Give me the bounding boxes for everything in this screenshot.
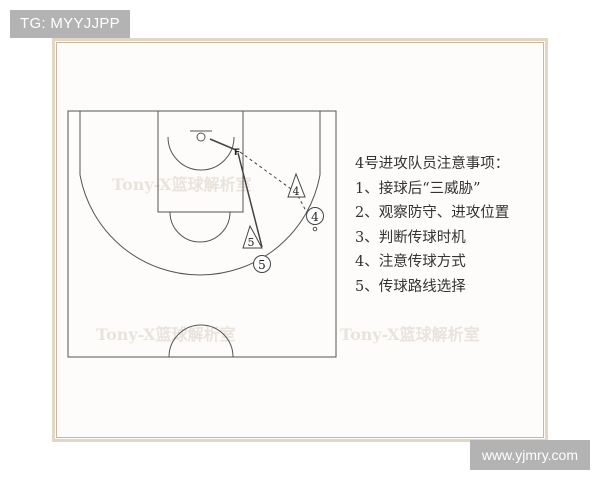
basket-ring [196,132,206,142]
free-throw-circle-bottom [169,211,231,243]
notes-title: 4号进攻队员注意事项： [355,156,510,172]
watermark-text: Tony-X篮球解析室 [112,175,252,194]
note-item: 3、判断传球时机 [355,229,466,246]
note-item: 5、传球路线选择 [355,278,466,295]
ball-point [312,226,318,232]
free-throw-circle-top [167,136,235,171]
defender-4: 4 [287,172,306,198]
player-number: 5 [248,236,255,249]
paint-lane [157,110,244,213]
offense-4: 4 [306,207,324,225]
player-number: 4 [311,210,319,224]
three-point-arc [79,174,321,276]
center-circle-half [168,324,234,358]
screen-line [209,138,237,151]
channel-tag: TG: MYYJJPP [10,10,130,38]
player-number: 5 [258,258,266,272]
watermark-text: Tony-X篮球解析室 [340,325,480,344]
player-number: 4 [293,185,300,198]
defender-5: 5 [242,224,263,249]
cut-line [237,152,263,248]
notes-panel: 4号进攻队员注意事项： 1、接球后“三威胁” 2、观察防守、进攻位置 3、判断传… [355,152,509,299]
picture-frame [52,38,548,442]
ball-marker: F [234,148,240,158]
site-url-label: www.yjmry.com [469,440,590,470]
watermark-text: Tony-X篮球解析室 [96,325,236,344]
note-item: 1、接球后“三威胁” [355,180,481,197]
note-item: 4、注意传球方式 [355,254,466,270]
note-item: 2、观察防守、进攻位置 [355,205,510,221]
offense-5: 5 [253,255,271,273]
